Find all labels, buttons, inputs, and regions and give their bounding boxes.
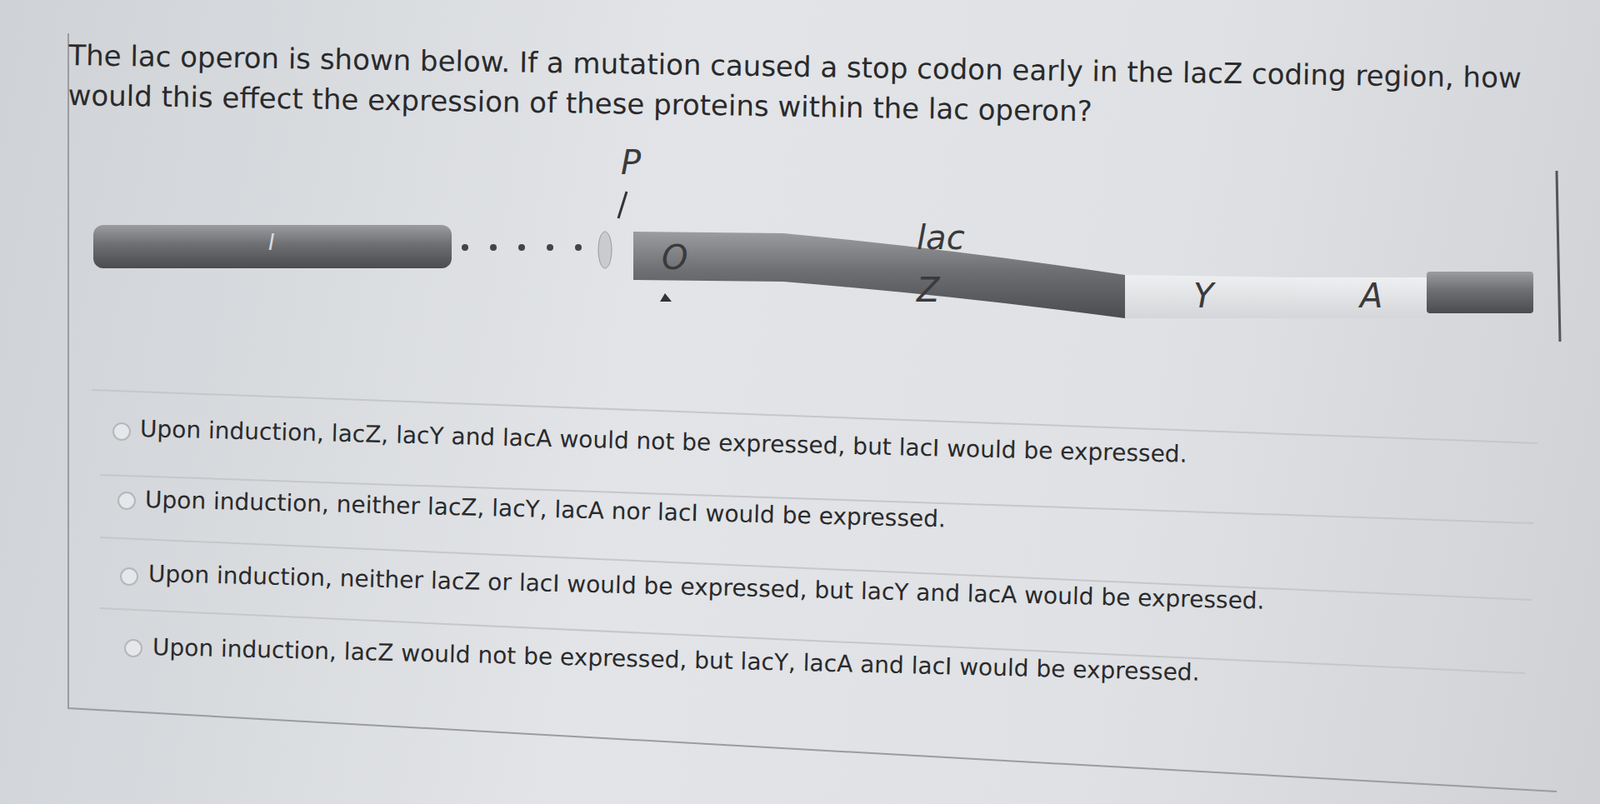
promoter-label: P xyxy=(620,143,641,182)
answer-option: Upon induction, neither lacZ, lacY, lacA… xyxy=(145,485,947,533)
answer-option: Upon induction, lacZ, lacY and lacA woul… xyxy=(140,415,1188,469)
gene-label: I xyxy=(268,230,275,255)
promoter-tick xyxy=(618,191,627,219)
answer-option: Upon induction, lacZ would not be expres… xyxy=(152,633,1200,687)
operator-label: O xyxy=(661,238,688,277)
mark xyxy=(660,293,672,302)
lacA-gene xyxy=(1295,277,1427,319)
option-separators xyxy=(91,390,1538,674)
radio-buttons xyxy=(113,423,142,657)
answer-option: Upon induction, neither lacZ or lacI wou… xyxy=(148,560,1265,615)
lacY-gene xyxy=(1125,275,1296,319)
gene-label: Y xyxy=(1193,276,1214,315)
lacI-gene xyxy=(93,225,452,269)
gene-label: lac xyxy=(916,218,965,257)
spacer-dots xyxy=(461,244,582,251)
downstream-dna xyxy=(1426,271,1534,314)
promoter-mark xyxy=(598,231,612,269)
question-text: The lac operon is shown below. If a muta… xyxy=(67,35,1535,139)
lacZ-gene xyxy=(633,231,1125,319)
gene-label: Z xyxy=(916,270,940,310)
card-border xyxy=(68,33,1557,792)
gene-label: A xyxy=(1360,276,1383,315)
card-edge xyxy=(1556,170,1560,342)
